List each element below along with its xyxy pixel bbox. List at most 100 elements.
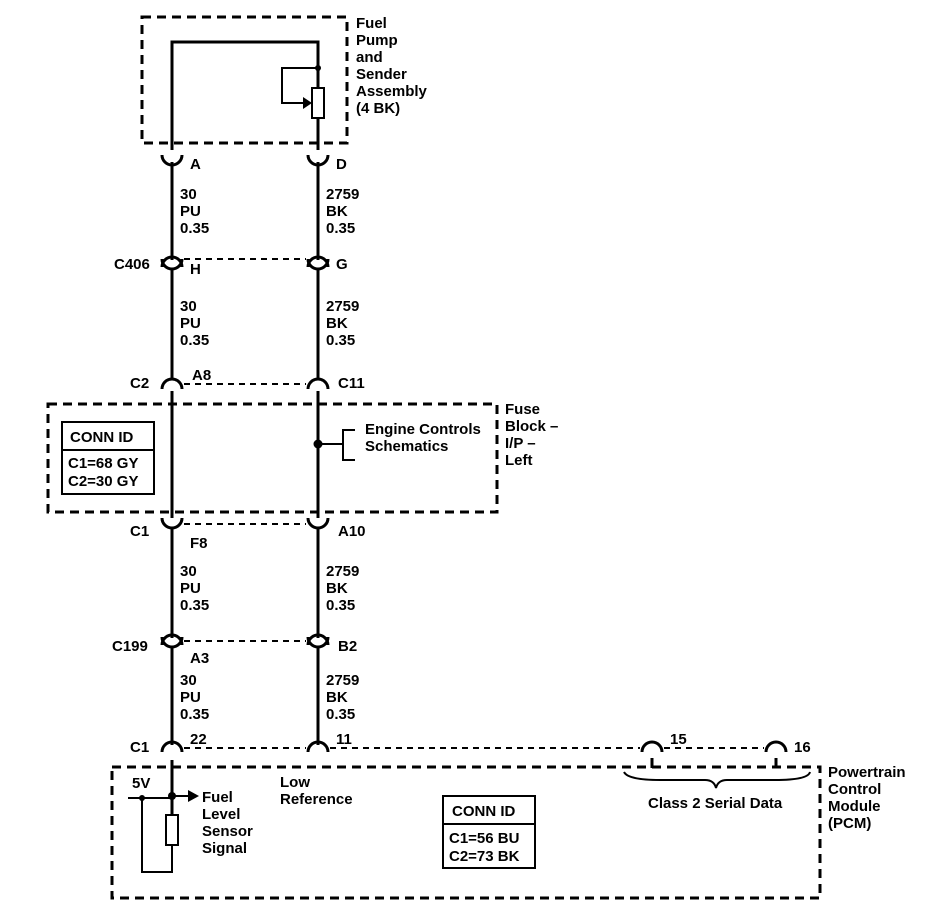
svg-text:0.35: 0.35 xyxy=(180,597,209,614)
connector-cup-icon xyxy=(160,377,184,390)
svg-text:BK: BK xyxy=(326,580,348,597)
pin-label: F8 xyxy=(190,535,208,552)
svg-text:Assembly: Assembly xyxy=(356,83,428,100)
pcm-box xyxy=(110,765,822,900)
pin-label: A8 xyxy=(192,367,211,384)
svg-text:BK: BK xyxy=(326,315,348,332)
connector-cup-icon xyxy=(306,633,330,646)
voltage-label: 5V xyxy=(132,775,150,792)
svg-text:C2=30 GY: C2=30 GY xyxy=(68,473,138,490)
svg-text:(4 BK): (4 BK) xyxy=(356,100,400,117)
svg-text:and: and xyxy=(356,49,383,66)
svg-text:30: 30 xyxy=(180,186,197,203)
svg-text:PU: PU xyxy=(180,689,201,706)
svg-text:30: 30 xyxy=(180,672,197,689)
wire-label-left: 30 PU 0.35 xyxy=(180,672,209,723)
svg-text:0.35: 0.35 xyxy=(326,332,355,349)
wire-label-right: 2759 BK 0.35 xyxy=(326,672,359,723)
pull-up-return-wire xyxy=(141,798,173,873)
svg-text:Block –: Block – xyxy=(505,418,558,435)
class-2-serial-data-label: Class 2 Serial Data xyxy=(648,795,783,812)
engine-controls-schematics-label: Engine Controls Schematics xyxy=(365,421,481,455)
svg-text:0.35: 0.35 xyxy=(326,220,355,237)
fuel-level-sensor-signal-label: Fuel Level Sensor Signal xyxy=(202,789,253,857)
pcm-label: Powertrain Control Module (PCM) xyxy=(828,764,906,832)
connector-id: C199 xyxy=(112,638,148,655)
pin-label: G xyxy=(336,256,348,273)
connector-cup-icon xyxy=(306,255,330,268)
svg-text:Fuel: Fuel xyxy=(356,15,387,32)
pin-label: 15 xyxy=(670,731,687,748)
svg-text:2759: 2759 xyxy=(326,186,359,203)
pin-label: A3 xyxy=(190,650,209,667)
connector-cup-icon xyxy=(640,740,664,753)
fuse-block-box xyxy=(46,402,499,514)
wire-label-right: 2759 BK 0.35 xyxy=(326,298,359,349)
wire-label-left: 30 PU 0.35 xyxy=(180,298,209,349)
connector-cup-icon xyxy=(306,517,330,530)
svg-text:Signal: Signal xyxy=(202,840,247,857)
svg-text:0.35: 0.35 xyxy=(180,220,209,237)
svg-text:Level: Level xyxy=(202,806,240,823)
svg-text:Powertrain: Powertrain xyxy=(828,764,906,781)
svg-text:(PCM): (PCM) xyxy=(828,815,871,832)
sender-wiper-arrow-icon xyxy=(303,97,312,109)
sender-internal-wire xyxy=(170,40,320,150)
pin-label: A10 xyxy=(338,523,366,540)
svg-text:2759: 2759 xyxy=(326,672,359,689)
pcm-conn-id-table: CONN ID C1=56 BU C2=73 BK xyxy=(442,795,536,869)
pin-label: A xyxy=(190,156,201,173)
wire-label-left: 30 PU 0.35 xyxy=(180,563,209,614)
svg-text:C1=56 BU: C1=56 BU xyxy=(449,830,519,847)
svg-text:0.35: 0.35 xyxy=(180,332,209,349)
svg-text:0.35: 0.35 xyxy=(180,706,209,723)
pin-label: D xyxy=(336,156,347,173)
sender-resistor-symbol xyxy=(311,87,325,119)
pin-label: B2 xyxy=(338,638,357,655)
svg-text:C1=68 GY: C1=68 GY xyxy=(68,455,138,472)
low-reference-label: Low Reference xyxy=(280,774,353,808)
connector-id: C2 xyxy=(130,375,149,392)
pin-label: 22 xyxy=(190,731,207,748)
pin-label: 16 xyxy=(794,739,811,756)
sender-wiper-path xyxy=(281,67,318,104)
svg-text:I/P –: I/P – xyxy=(505,435,536,452)
svg-text:PU: PU xyxy=(180,580,201,597)
signal-arrow-icon xyxy=(188,790,199,802)
fuel-pump-assembly-label: Fuel Pump and Sender Assembly (4 BK) xyxy=(356,15,428,117)
connector-cup-icon xyxy=(160,740,184,753)
pull-up-resistor-symbol xyxy=(165,814,179,846)
svg-text:PU: PU xyxy=(180,203,201,220)
svg-text:Engine Controls: Engine Controls xyxy=(365,421,481,438)
wire-label-right: 2759 BK 0.35 xyxy=(326,186,359,237)
connector-id: C406 xyxy=(114,256,150,273)
wire-label-left: 30 PU 0.35 xyxy=(180,186,209,237)
svg-text:0.35: 0.35 xyxy=(326,706,355,723)
svg-text:Fuse: Fuse xyxy=(505,401,540,418)
svg-text:30: 30 xyxy=(180,298,197,315)
svg-text:30: 30 xyxy=(180,563,197,580)
connector-cup-icon xyxy=(306,377,330,390)
pin-label: H xyxy=(190,261,201,278)
fuse-block-label: Fuse Block – I/P – Left xyxy=(505,401,558,469)
connector-cup-icon xyxy=(764,740,788,753)
connector-cup-icon xyxy=(306,740,330,753)
svg-text:0.35: 0.35 xyxy=(326,597,355,614)
svg-text:Sender: Sender xyxy=(356,66,407,83)
svg-text:Sensor: Sensor xyxy=(202,823,253,840)
svg-text:Low: Low xyxy=(280,774,310,791)
svg-text:Module: Module xyxy=(828,798,881,815)
branch-bracket xyxy=(318,429,355,461)
svg-text:2759: 2759 xyxy=(326,298,359,315)
junction-dot xyxy=(139,795,145,801)
connector-id: C1 xyxy=(130,523,149,540)
connector-cup-icon xyxy=(160,255,184,268)
svg-text:Schematics: Schematics xyxy=(365,438,448,455)
connector-cup-icon xyxy=(160,517,184,530)
svg-text:Fuel: Fuel xyxy=(202,789,233,806)
connector-id: C11 xyxy=(338,375,365,392)
wire-label-right: 2759 BK 0.35 xyxy=(326,563,359,614)
svg-text:BK: BK xyxy=(326,203,348,220)
svg-text:CONN ID: CONN ID xyxy=(452,803,516,820)
connector-cup-icon xyxy=(160,633,184,646)
